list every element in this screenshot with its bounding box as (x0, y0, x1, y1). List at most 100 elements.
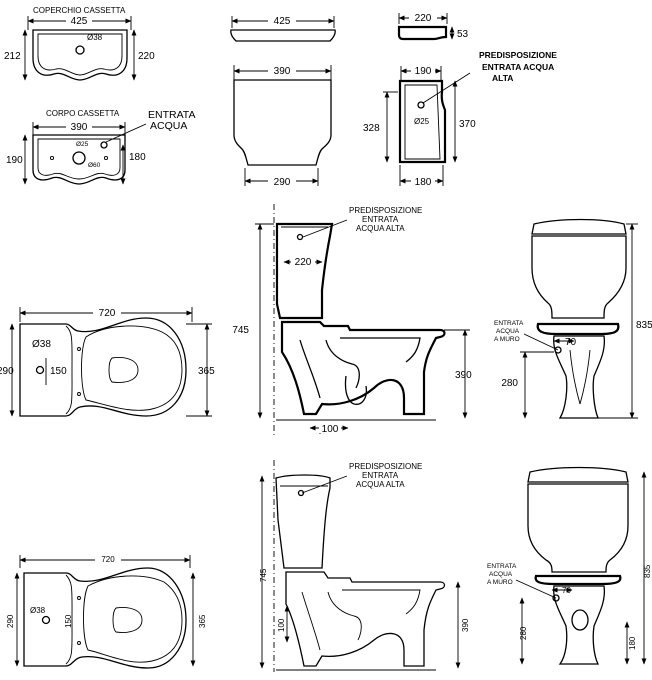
front-upper-total-height: 835 (636, 320, 652, 331)
front-upper-inlet-height: 280 (501, 378, 518, 389)
tank-side-hole-icon (417, 101, 425, 109)
lid-side-height-label: 53 (457, 29, 469, 40)
plan-upper-height-left: 290 (0, 366, 14, 377)
side-upper-total-height: 745 (232, 325, 249, 336)
plan-upper-offset-label: 150 (50, 366, 67, 377)
side-upper-bowl (280, 320, 446, 416)
plan-lower-outline (23, 567, 187, 669)
plan-upper-height-right: 365 (198, 366, 215, 377)
tank-side-top-width-label: 190 (415, 66, 432, 77)
lid-side-outline (397, 25, 448, 41)
front-lower-total-height: 835 (643, 564, 652, 578)
tank-body-height-left: 190 (6, 155, 23, 166)
front-lower-tank (527, 483, 629, 573)
toilet-plan-view-lower: 720 Ø38 150 290 365 (6, 554, 207, 669)
tank-body-small-hole-label: Ø25 (76, 141, 89, 148)
tank-body-small-hole-icon (100, 141, 108, 149)
lid-plan-view: COPERCHIO CASSETTA 425 Ø38 212 220 (4, 6, 155, 81)
front-upper-inlet-2: ACQUA (496, 328, 520, 335)
lid-width-label: 425 (71, 16, 88, 27)
plan-upper-outline (19, 317, 187, 417)
toilet-side-view-upper: 745 PREDISPOSIZIONE ENTRATA ACQUA ALTA 2… (232, 204, 472, 438)
side-upper-label-1: PREDISPOSIZIONE (349, 206, 422, 215)
tank-side-hole-label: Ø25 (414, 117, 430, 126)
side-lower-rim-height: 390 (461, 618, 470, 632)
side-upper-outlet-offset: 100 (322, 424, 339, 435)
front-lower-seat (534, 574, 622, 586)
front-upper-lid (531, 218, 627, 235)
side-lower-outlet-offset: 100 (277, 618, 286, 632)
front-upper-inlet-3: A MURO (494, 336, 520, 343)
side-lower-label-1: PREDISPOSIZIONE (349, 462, 422, 471)
inlet-label-2: ACQUA (150, 120, 187, 132)
toilet-plan-view-upper: 720 Ø38 150 290 365 (0, 307, 215, 417)
front-lower-lid (527, 466, 629, 483)
front-lower-pedestal (553, 585, 606, 665)
side-upper-tank (275, 222, 334, 320)
tank-side-height-right: 370 (459, 119, 476, 130)
front-upper-inlet-icon (554, 346, 562, 354)
plan-lower-hole-icon (41, 615, 51, 625)
side-upper-tank-dim: 220 (295, 257, 312, 268)
front-upper-inlet-1: ENTRATA (494, 320, 524, 327)
side-upper-rim-height: 390 (455, 370, 472, 381)
plan-lower-width-label: 720 (101, 555, 115, 564)
lid-outline (32, 29, 128, 81)
tank-front-top-width-label: 390 (274, 66, 291, 77)
inlet-label-1: ENTRATA (148, 109, 195, 121)
tank-side-label-1: PREDISPOSIZIONE (479, 50, 557, 60)
tank-side-bottom-width-label: 180 (415, 177, 432, 188)
side-lower-tank (275, 474, 331, 569)
tank-body-large-hole-label: Ø60 (88, 162, 101, 169)
front-upper-seat (536, 322, 620, 336)
tank-body-plan-view: CORPO CASSETTA 390 Ø25 Ø60 190 180 ENTRA… (6, 109, 195, 185)
tank-body-height-right: 180 (129, 152, 146, 163)
front-lower-outlet-height: 180 (628, 636, 637, 650)
tank-body-outline (32, 134, 126, 185)
tank-body-large-hole-icon (72, 151, 86, 165)
toilet-front-view-lower: ENTRATA ACQUA A MURO 70 280 180 835 (487, 466, 652, 665)
plan-upper-width-label: 720 (99, 308, 116, 319)
side-lower-label-2: ENTRATA (362, 471, 399, 480)
tank-front-outline (233, 79, 332, 166)
lid-hole-label: Ø38 (87, 33, 103, 42)
front-upper-tank (531, 235, 627, 319)
tank-body-title: CORPO CASSETTA (46, 109, 120, 118)
toilet-front-view-upper: ENTRATA ACQUA A MURO 70 280 835 (494, 218, 652, 419)
tank-body-width-label: 390 (71, 122, 88, 133)
side-lower-label-3: ACQUA ALTA (356, 480, 405, 489)
plan-lower-offset-label: 150 (64, 614, 73, 628)
side-lower-bowl (285, 571, 446, 667)
tank-front-bottom-width-label: 290 (274, 177, 291, 188)
tank-side-label-3: ALTA (492, 73, 513, 83)
front-lower-inlet-2: ACQUA (489, 571, 513, 578)
lid-front-outline (230, 29, 336, 42)
lid-title: COPERCHIO CASSETTA (33, 6, 126, 15)
plan-lower-hole-label: Ø38 (30, 606, 46, 615)
front-upper-pedestal (553, 335, 606, 419)
tank-side-height-left: 328 (363, 123, 380, 134)
plan-upper-hole-icon (35, 365, 45, 375)
lid-hole-icon (75, 45, 85, 55)
tank-side-label-2: ENTRATA ACQUA (482, 62, 554, 72)
lid-front-width-label: 425 (274, 16, 291, 27)
front-lower-inlet-3: A MURO (487, 579, 513, 586)
tank-side-outline (398, 79, 447, 164)
tank-side-view: 220 53 190 Ø25 PREDISPOSIZIONE ENTRATA A… (363, 12, 557, 188)
plan-lower-height-left: 290 (6, 614, 15, 628)
plan-lower-height-right: 365 (198, 614, 207, 628)
side-lower-total-height: 745 (259, 568, 268, 582)
front-lower-inlet-1: ENTRATA (487, 563, 517, 570)
plan-upper-hole-label: Ø38 (32, 339, 51, 350)
side-upper-label-2: ENTRATA (362, 215, 399, 224)
front-lower-inlet-dim: 70 (562, 586, 571, 595)
lid-height-right: 220 (138, 51, 155, 62)
lid-height-left: 212 (4, 51, 21, 62)
tank-front-view: 425 390 290 (230, 15, 336, 188)
front-upper-inlet-dim: 70 (565, 337, 577, 348)
front-lower-inlet-height: 280 (519, 626, 528, 640)
toilet-side-view-lower: 745 PREDISPOSIZIONE ENTRATA ACQUA ALTA 3… (259, 460, 470, 672)
side-upper-label-3: ACQUA ALTA (356, 224, 405, 233)
lid-side-width-label: 220 (415, 13, 432, 24)
